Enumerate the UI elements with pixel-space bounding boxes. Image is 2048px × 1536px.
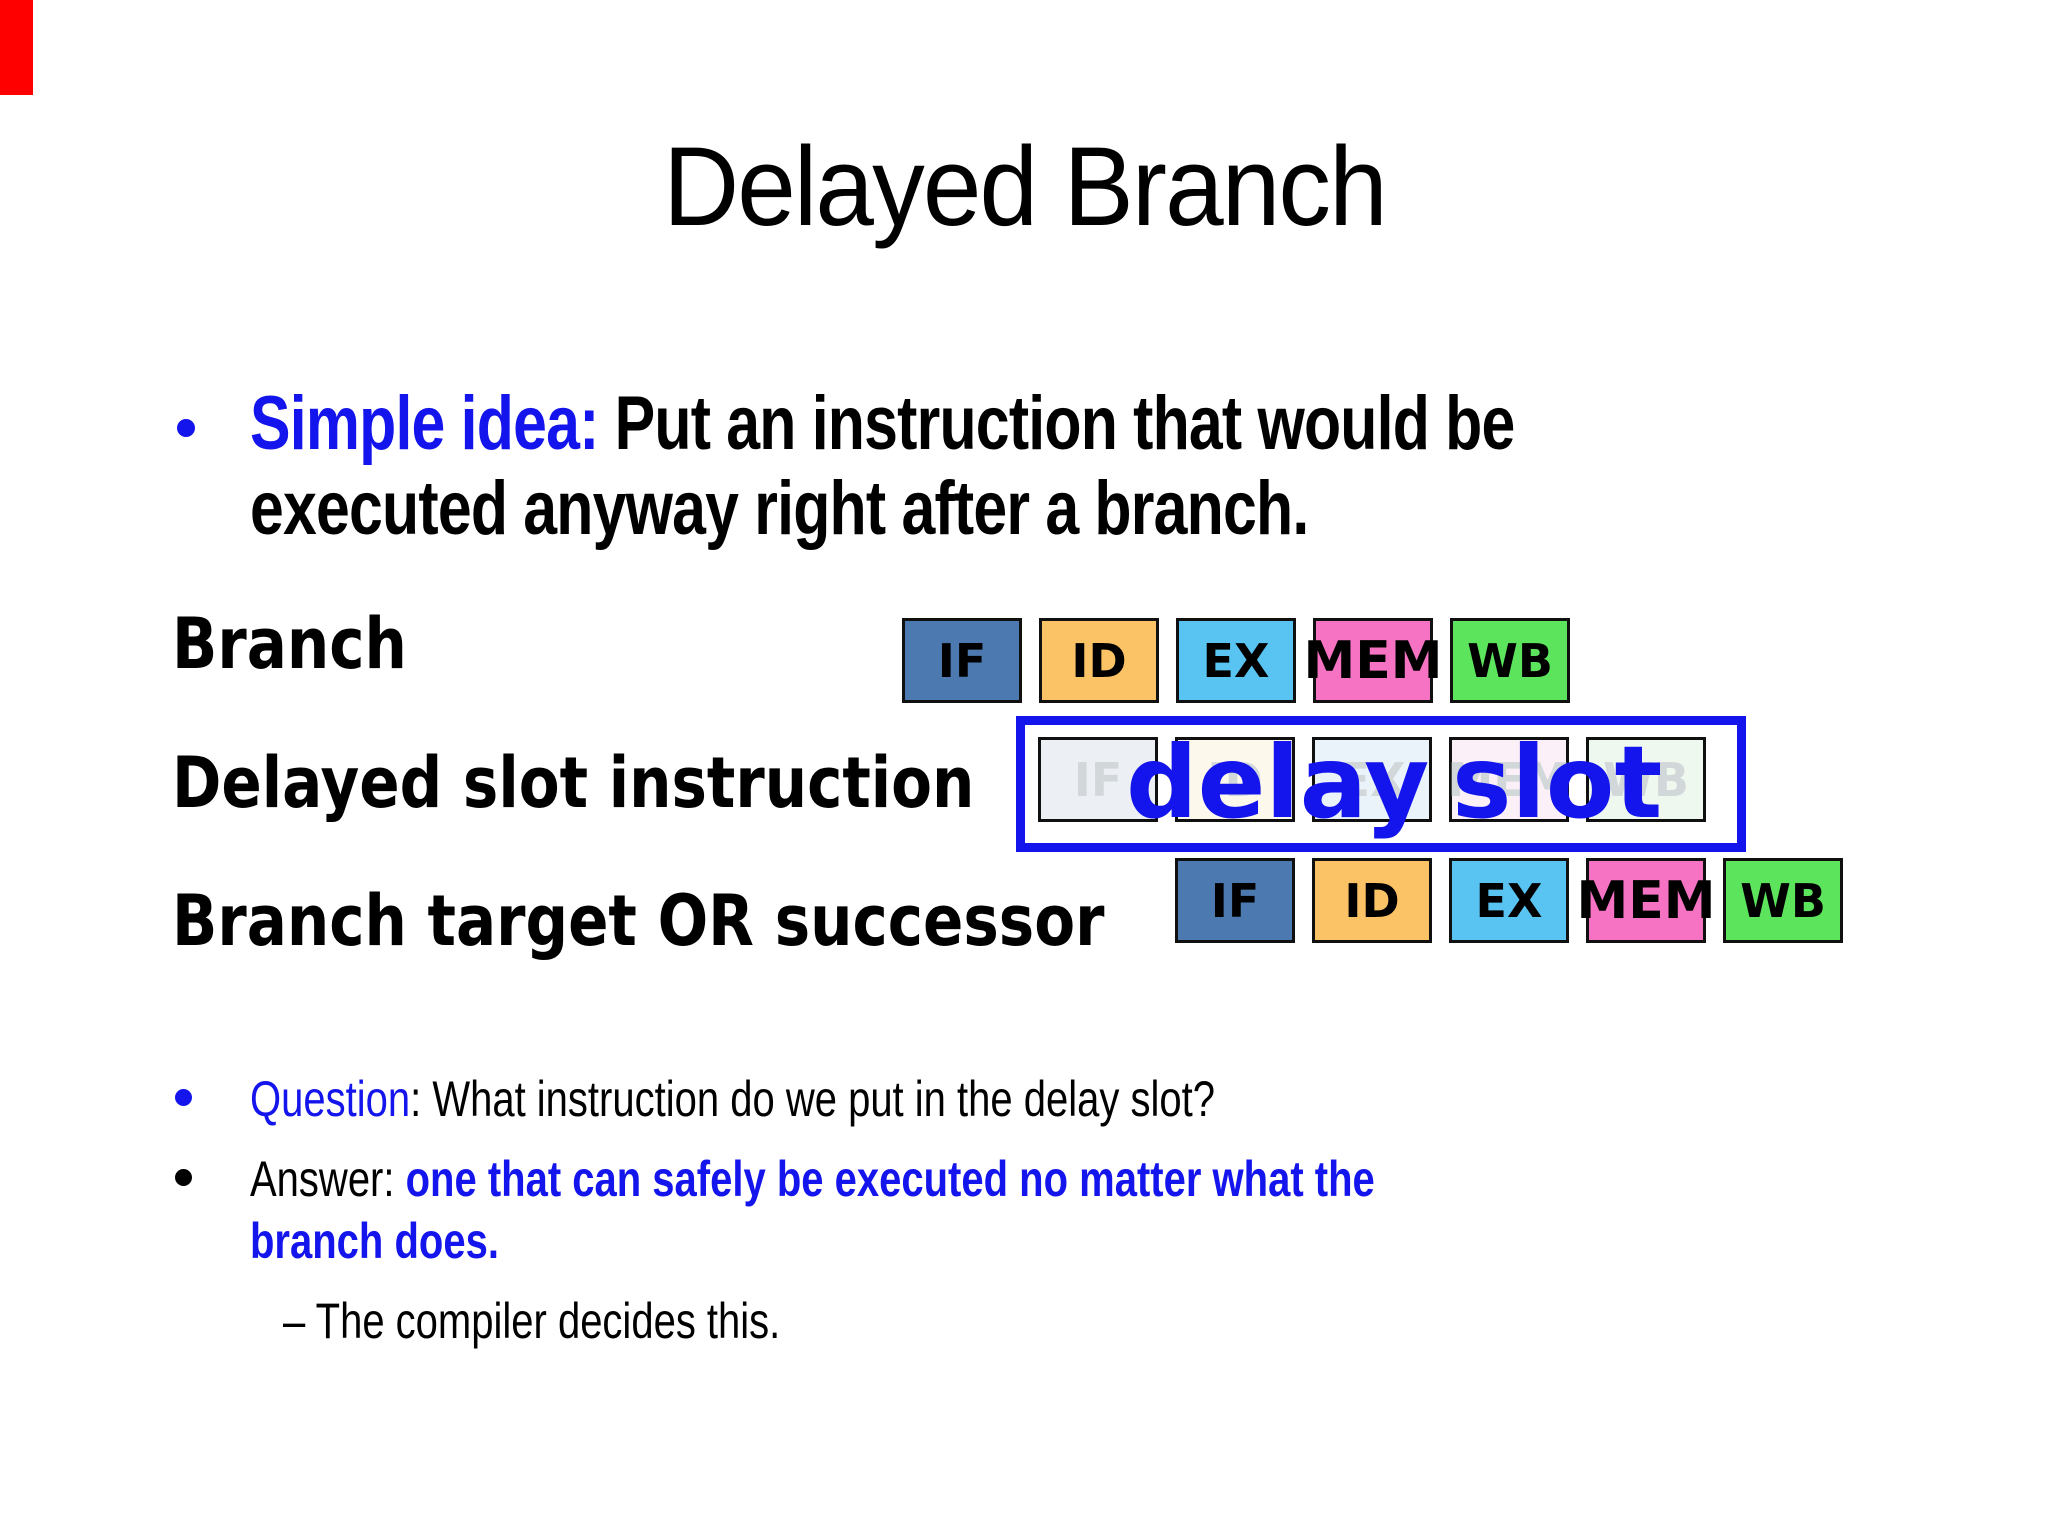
pipeline-box-mem: MEM (1577, 858, 1716, 943)
row-label-delayed-slot-instruction: Delayed slot instruction (172, 742, 975, 824)
pipeline-box-wb: WB (1723, 858, 1843, 943)
page-title-text: Delayed Branch (662, 124, 1388, 249)
bullet-simple-idea-line1: Simple idea: Put an instruction that wou… (250, 386, 1831, 462)
delay-slot-highlight-rectangle (1016, 716, 1746, 852)
answer-lead: Answer: (250, 1151, 406, 1207)
simple-idea-rest: Put an instruction that would be (598, 381, 1516, 466)
delay-word: delay (1126, 724, 1430, 841)
pipeline-box-wb: WB (1450, 618, 1570, 703)
page-title: Delayed Branch (0, 122, 2048, 251)
bullet-dot (175, 1169, 192, 1186)
bullet-dot (175, 1089, 192, 1106)
pipeline-box-id: ID (1312, 858, 1432, 943)
pipeline-box-ex: EX (1176, 618, 1296, 703)
bullet-simple-idea-line2: executed anyway right after a branch. (250, 466, 1309, 551)
row-label-branch: Branch (172, 603, 407, 685)
pipeline-box-id-faded: ID (1175, 737, 1295, 822)
bullet-dot (177, 419, 195, 437)
bullet-answer-line1: Answer: one that can safely be executed … (250, 1154, 1656, 1204)
simple-idea-lead: Simple idea: (250, 381, 599, 466)
pipeline-box-mem-faded: MEM (1448, 737, 1571, 822)
pipeline-box-if: IF (1175, 858, 1295, 943)
slot-word: slot (1452, 724, 1663, 841)
pipeline-box-mem: MEM (1304, 618, 1443, 703)
pipeline-box-id: ID (1039, 618, 1159, 703)
row-label-branch-target-or-successor: Branch target OR successor (172, 880, 1105, 962)
bullet-answer-line2: branch does. (250, 1213, 499, 1269)
question-lead: Question (250, 1071, 411, 1127)
pipeline-box-ex: EX (1449, 858, 1569, 943)
pipeline-box-wb-faded: WB (1586, 737, 1706, 822)
pipeline-box-if-faded: IF (1038, 737, 1158, 822)
question-rest: : What instruction do we put in the dela… (410, 1071, 1215, 1127)
sub-bullet-compiler: – The compiler decides this. (283, 1293, 781, 1349)
bullet-question: Question: What instruction do we put in … (250, 1074, 1456, 1124)
answer-rest: one that can safely be executed no matte… (405, 1151, 1375, 1207)
pipeline-box-ex-faded: EX (1312, 737, 1432, 822)
pipeline-box-if: IF (902, 618, 1022, 703)
corner-red-marker (0, 0, 33, 95)
